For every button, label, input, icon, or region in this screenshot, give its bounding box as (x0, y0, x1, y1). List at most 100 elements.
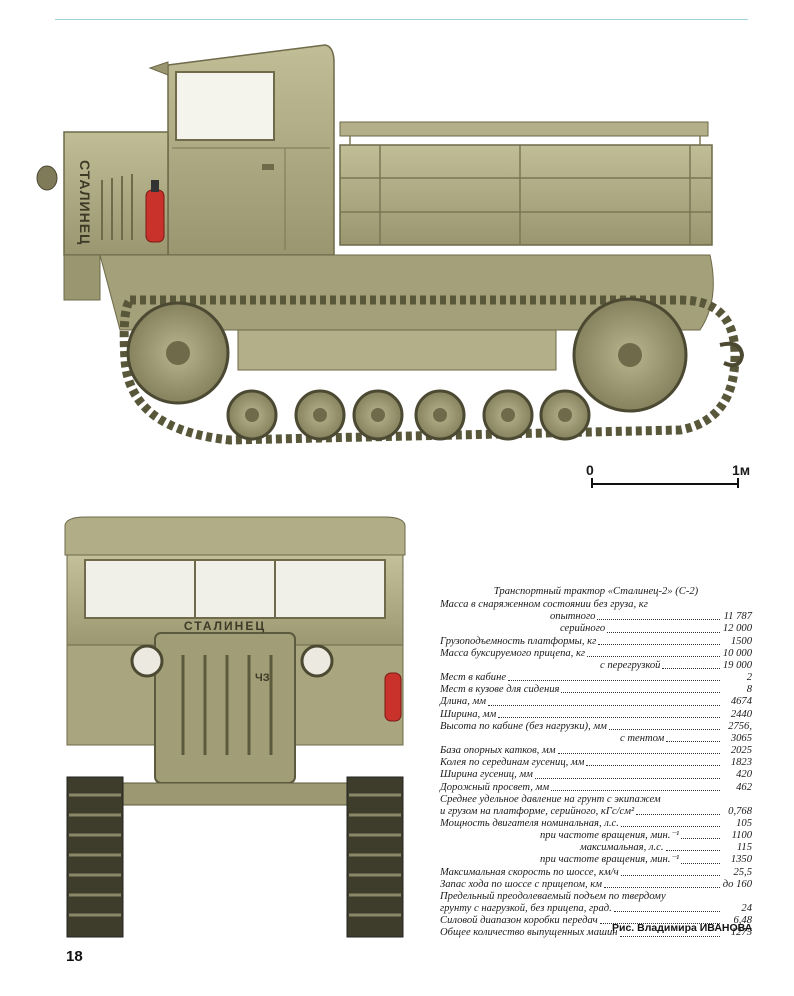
spec-value: 6,48 (733, 915, 752, 927)
tractor-front-view-illustration: СТАЛИНЕЦ ЧЗ (64, 516, 406, 938)
spec-leader-dots (636, 806, 720, 815)
scale-start-label: 0 (586, 462, 594, 478)
spec-label: Предельный преодолеваемый подъем по твер… (440, 890, 666, 902)
spec-row: при частоте вращения, мин.⁻¹ 1100 (440, 830, 752, 842)
spec-value: 1275 (730, 927, 752, 939)
spec-leader-dots (662, 660, 720, 670)
spec-value: 10 000 (722, 647, 752, 659)
spec-leader-dots (598, 636, 720, 645)
spec-row: Предельный преодолеваемый подъем по твер… (440, 891, 752, 903)
page-number: 18 (66, 948, 83, 965)
spec-value: 115 (736, 842, 752, 854)
spec-label: максимальная, л.с. (580, 842, 664, 854)
spec-label: Ширина, мм (440, 708, 497, 720)
specifications-rows: Масса в снаряженном состоянии без груза,… (440, 599, 752, 939)
spec-row: Мест в кузове для сидения 8 (440, 684, 752, 696)
spec-leader-dots (488, 696, 720, 706)
spec-value: 12 000 (722, 623, 752, 635)
specifications-title: Транспортный трактор «Сталинец-2» (С-2) (493, 586, 699, 597)
spec-value: до 160 (722, 878, 752, 890)
spec-leader-dots (508, 672, 720, 682)
spec-label: Мест в кузове для сидения (440, 684, 560, 696)
spec-row: максимальная, л.с. 115 (440, 842, 752, 854)
illustration-credit: Рис. Владимира ИВАНОВА (612, 922, 752, 934)
spec-label: Масса буксируемого прицепа, кг (440, 647, 586, 659)
spec-label: Запас хода по шоссе с прицепом, км (440, 878, 603, 890)
spec-leader-dots (534, 769, 720, 779)
spec-leader-dots (557, 745, 720, 755)
spec-row: Масса в снаряженном состоянии без груза,… (440, 599, 752, 611)
hood-lettering: СТАЛИНЕЦ (77, 160, 93, 245)
spec-value: 105 (736, 817, 752, 829)
spec-value: 2 (746, 672, 752, 684)
grille-emblem: ЧЗ (255, 672, 270, 684)
specifications-table: Транспортный трактор «Сталинец-2» (С-2) … (440, 586, 752, 940)
spec-row: серийного 12 000 (440, 623, 752, 635)
spec-leader-dots (599, 915, 720, 925)
spec-row: Грузоподъемность платформы, кг 1500 (440, 636, 752, 648)
scale-end-label: 1м (732, 462, 751, 478)
spec-value: 4674 (730, 696, 752, 708)
spec-label: при частоте вращения, мин.⁻¹ (540, 830, 680, 842)
spec-value: 19 000 (722, 659, 752, 671)
spec-row: Мест в кабине 2 (440, 672, 752, 684)
spec-leader-dots (608, 721, 720, 730)
spec-leader-dots (597, 611, 720, 621)
spec-value: 11 787 (723, 611, 752, 623)
spec-label: грунту с нагрузкой, без прицепа, град. (440, 903, 612, 915)
spec-value: 1100 (731, 830, 752, 842)
spec-value: 24 (741, 903, 752, 915)
spec-leader-dots (551, 782, 720, 791)
spec-row: Силовой диапазон коробки передач 6,48 (440, 915, 752, 927)
spec-label: Общее количество выпущенных машин (440, 927, 618, 939)
spec-leader-dots (681, 830, 720, 840)
spec-row: Мощность двигателя номинальная, л.с. 105 (440, 818, 752, 830)
spec-row: с тентом 3065 (440, 733, 752, 745)
spec-label: Максимальная скорость по шоссе, км/ч (440, 866, 619, 878)
spec-label: Силовой диапазон коробки передач (440, 915, 598, 927)
scale-bar: 0 1м (586, 462, 756, 492)
tractor-side-view-illustration: СТАЛИНЕЦ (36, 44, 745, 445)
spec-label: База опорных катков, мм (440, 745, 556, 757)
spec-value: 8 (746, 684, 752, 696)
spec-row: и грузом на платформе, серийного, кГс/см… (440, 806, 752, 818)
spec-value: 462 (736, 781, 752, 793)
spec-leader-dots (666, 733, 720, 743)
spec-leader-dots (681, 854, 720, 864)
spec-leader-dots (613, 903, 720, 913)
spec-value: 1350 (730, 854, 752, 866)
spec-value: 1823 (730, 757, 752, 769)
spec-leader-dots (620, 867, 720, 876)
spec-row: Общее количество выпущенных машин 1275 (440, 927, 752, 939)
spec-leader-dots (620, 818, 720, 828)
spec-leader-dots (607, 623, 720, 633)
spec-row: грунту с нагрузкой, без прицепа, град. 24 (440, 903, 752, 915)
spec-label: Ширина гусениц, мм (440, 769, 533, 781)
spec-row: Дорожный просвет, мм 462 (440, 782, 752, 794)
spec-value: 420 (736, 769, 752, 781)
spec-label: Мест в кабине (440, 672, 507, 684)
spec-label: Мощность двигателя номинальная, л.с. (440, 817, 619, 829)
spec-value: 1500 (730, 635, 752, 647)
spec-label: и грузом на платформе, серийного, кГс/см… (440, 805, 635, 817)
spec-label: Грузоподъемность платформы, кг (440, 635, 597, 647)
spec-row: Среднее удельное давление на грунт с эки… (440, 794, 752, 806)
spec-value: 3065 (730, 732, 752, 744)
spec-label: опытного (550, 611, 596, 623)
spec-label: серийного (560, 623, 606, 635)
spec-label: с тентом (620, 732, 665, 744)
spec-label: Масса в снаряженном состоянии без груза,… (440, 599, 648, 611)
spec-row: Запас хода по шоссе с прицепом, км до 160 (440, 879, 752, 891)
spec-row: Ширина гусениц, мм 420 (440, 769, 752, 781)
scale-tick-start (591, 478, 593, 488)
credit-author: Владимира ИВАНОВА (637, 922, 753, 934)
spec-leader-dots (498, 709, 720, 718)
spec-label: Дорожный просвет, мм (440, 781, 550, 793)
